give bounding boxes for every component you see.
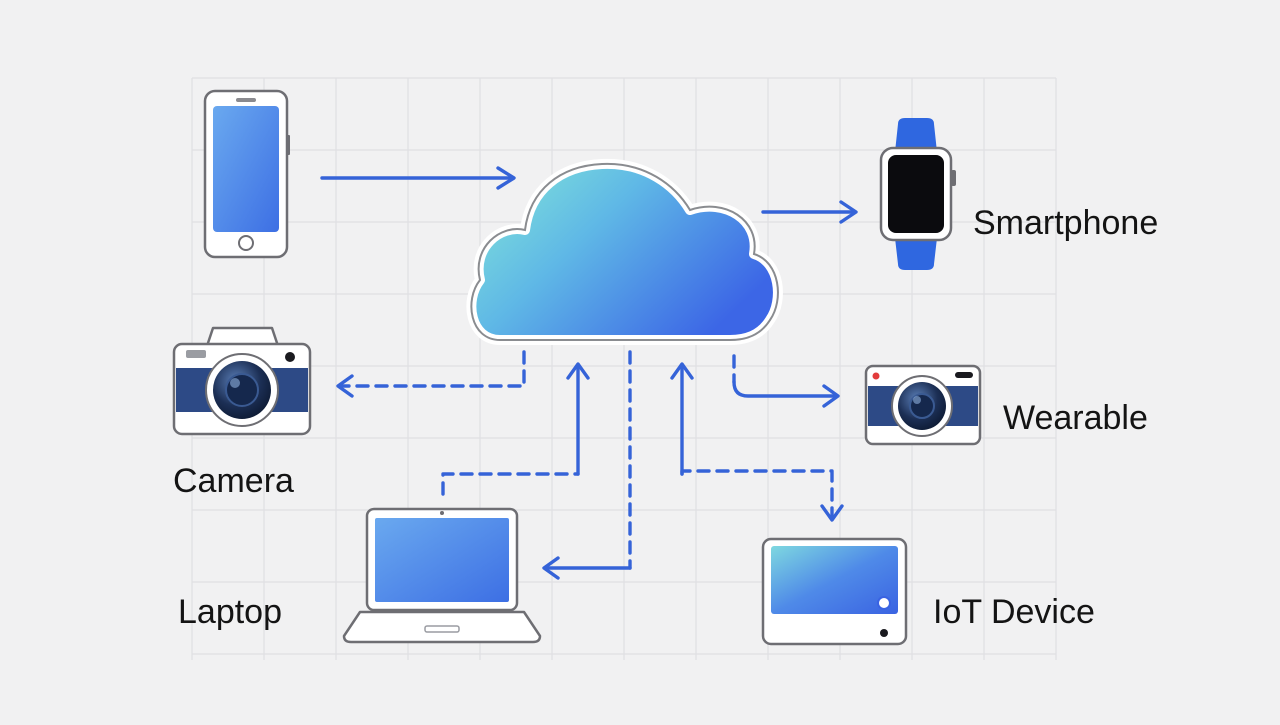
cloud-icon [466, 158, 783, 345]
label-iot-device: IoT Device [933, 593, 1095, 631]
connection-arrows [320, 166, 858, 580]
label-laptop: Laptop [178, 593, 282, 631]
camera-large-icon [172, 326, 312, 436]
label-wearable: Wearable [1003, 399, 1148, 437]
arrow-cloud-to-smartwatch [761, 200, 858, 224]
smartwatch-icon [879, 118, 956, 270]
tablet-icon [761, 537, 908, 646]
arrow-iot-to-cloud [670, 362, 844, 522]
arrow-cloud-to-wearable [732, 354, 840, 408]
arrow-laptop-to-cloud [441, 362, 590, 496]
label-smartphone: Smartphone [973, 204, 1159, 242]
arrow-cloud-to-laptop [542, 350, 632, 580]
arrow-smartphone-to-cloud [320, 166, 516, 190]
smartphone-icon [203, 89, 290, 259]
arrow-cloud-to-camera [336, 350, 526, 398]
label-camera: Camera [173, 462, 294, 500]
laptop-icon [342, 507, 542, 644]
camera-small-icon [864, 364, 982, 446]
